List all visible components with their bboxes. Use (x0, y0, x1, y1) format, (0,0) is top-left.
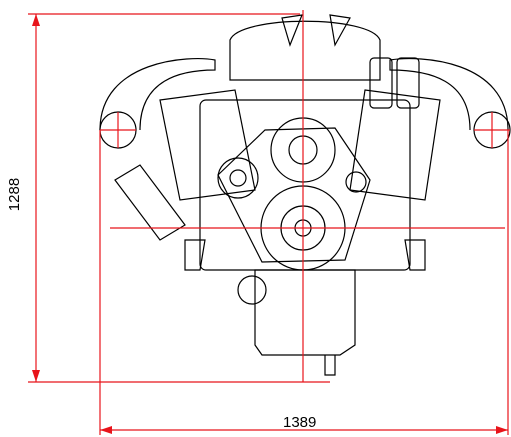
drive-belt (217, 127, 371, 263)
engine-block (199, 99, 411, 271)
cylinder-head-right (349, 89, 441, 201)
mount-left (184, 239, 206, 271)
lower-pulley (237, 275, 267, 305)
intake-plenum (229, 20, 381, 81)
fuel-filter-1 (369, 57, 393, 109)
cylinder-head-left (159, 89, 256, 201)
width-dimension-label: 1389 (283, 414, 317, 431)
alternator-pulley (217, 157, 259, 199)
fuel-filter-2 (396, 57, 420, 109)
exhaust-pipe-left (99, 58, 216, 131)
engine-outline (99, 14, 511, 376)
mount-right (404, 239, 426, 271)
oil-filter (114, 164, 186, 241)
height-dimension-label: 1288 (6, 177, 24, 212)
exhaust-pipe-right (389, 58, 509, 131)
oil-sump (254, 269, 356, 356)
idler-pulley (345, 171, 367, 193)
dimension-arrows (32, 14, 508, 434)
dimension-lines (28, 10, 510, 435)
